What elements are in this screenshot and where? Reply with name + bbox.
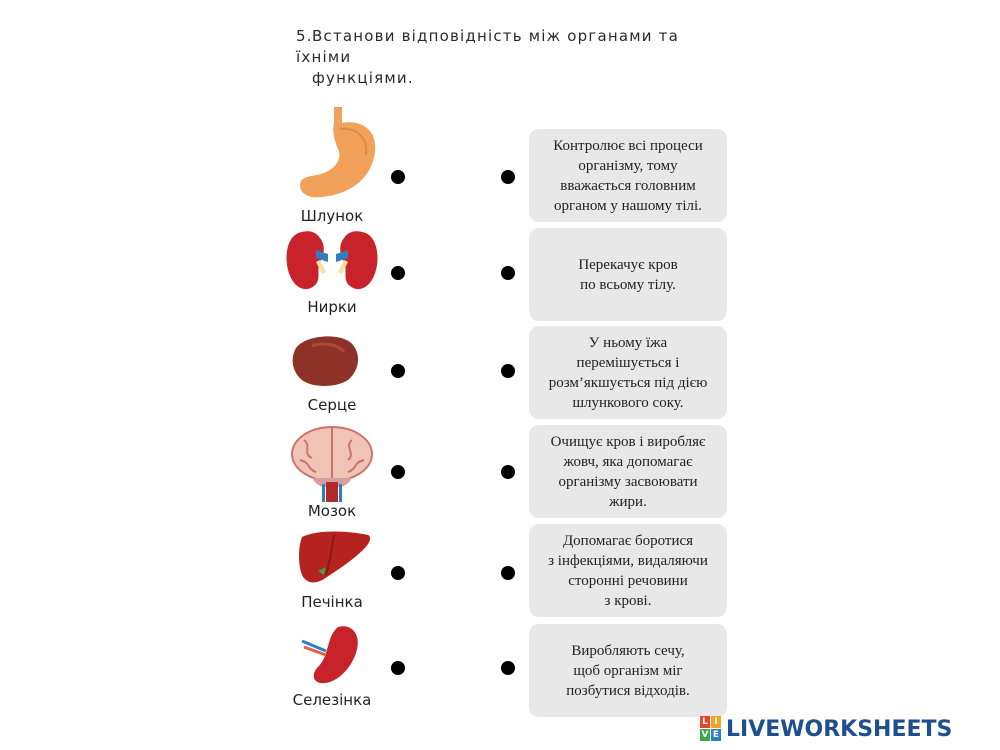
organ-item-heart: Серце: [282, 332, 382, 432]
function-card-4[interactable]: Очищує кров і виробляє жовч, яка допомаг…: [529, 425, 727, 518]
right-connector-dot-4[interactable]: [501, 465, 515, 479]
liveworksheets-logo[interactable]: L I V E LIVEWORKSHEETS: [700, 714, 952, 744]
organ-item-kidneys: Нирки: [282, 228, 382, 328]
logo-badge-letter: I: [711, 716, 721, 728]
left-connector-dot-2[interactable]: [391, 266, 405, 280]
brain-icon: [291, 426, 373, 502]
heart-organ-icon: [292, 336, 359, 386]
question-line-2: функціями.: [312, 69, 414, 87]
question-line-1: Встанови відповідність між органами та ї…: [296, 27, 680, 66]
left-connector-dot-3[interactable]: [391, 364, 405, 378]
right-connector-dot-5[interactable]: [501, 566, 515, 580]
logo-badge-letter: V: [700, 729, 710, 741]
organ-label: Селезінка: [292, 691, 372, 709]
kidneys-icon: [286, 231, 378, 290]
logo-text: LIVEWORKSHEETS: [726, 716, 953, 742]
left-connector-dot-1[interactable]: [391, 170, 405, 184]
right-connector-dot-6[interactable]: [501, 661, 515, 675]
function-card-6[interactable]: Виробляють сечу, щоб організм міг позбут…: [529, 624, 727, 717]
function-card-3[interactable]: У ньому їжа перемішується і розм’якшуєть…: [529, 326, 727, 419]
organ-label: Серце: [307, 396, 357, 414]
left-connector-dot-6[interactable]: [391, 661, 405, 675]
organ-item-liver: Печінка: [282, 527, 382, 627]
function-card-1[interactable]: Контролює всі процеси організму, тому вв…: [529, 129, 727, 222]
organ-label: Мозок: [307, 502, 357, 520]
function-card-5[interactable]: Допомагає боротися з інфекціями, видаляю…: [529, 524, 727, 617]
spleen-icon: [301, 626, 358, 684]
organ-label: Нирки: [307, 298, 357, 316]
organ-item-spleen: Селезінка: [282, 623, 382, 723]
function-card-2[interactable]: Перекачує кров по всьому тілу.: [529, 228, 727, 321]
logo-badge-letter: L: [700, 716, 710, 728]
organ-item-brain: Мозок: [282, 426, 382, 526]
left-connector-dot-4[interactable]: [391, 465, 405, 479]
logo-badge-icon: L I V E: [700, 716, 722, 742]
organ-label: Шлунок: [300, 207, 364, 225]
right-connector-dot-1[interactable]: [501, 170, 515, 184]
right-connector-dot-2[interactable]: [501, 266, 515, 280]
logo-badge-letter: E: [711, 729, 721, 741]
organ-item-stomach: Шлунок: [282, 105, 382, 225]
right-connector-dot-3[interactable]: [501, 364, 515, 378]
left-connector-dot-5[interactable]: [391, 566, 405, 580]
question-number: 5.: [296, 27, 313, 45]
stomach-icon: [300, 107, 376, 198]
question-heading: 5.Встанови відповідність між органами та…: [296, 26, 732, 89]
organ-label: Печінка: [301, 593, 363, 611]
liver-icon: [299, 531, 371, 583]
